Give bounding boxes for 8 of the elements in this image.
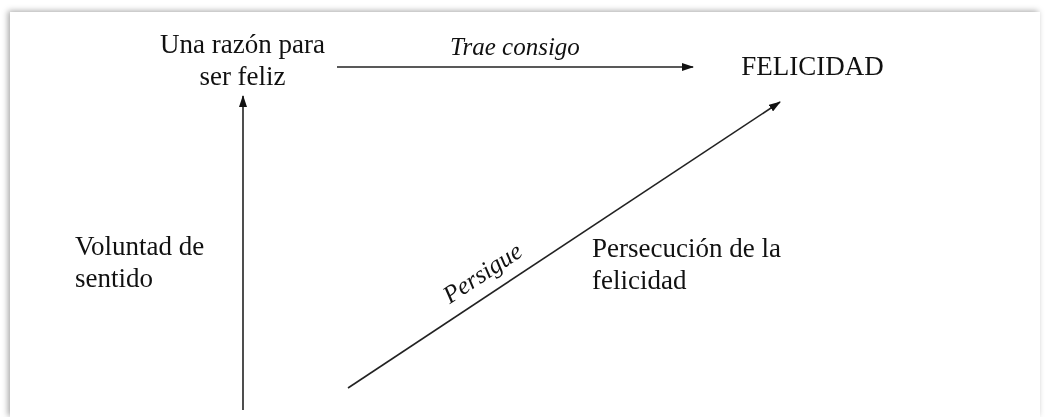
- side-note: Voluntad de sentido: [75, 230, 206, 294]
- arrow: [336, 63, 694, 71]
- node-text: Una razón para ser feliz: [160, 28, 325, 92]
- arrow: [239, 95, 247, 411]
- side-note: Persecución de la felicidad: [592, 232, 782, 296]
- node-text: FELICIDAD: [705, 50, 920, 82]
- edge-label: Trae consigo: [449, 33, 581, 61]
- arrow: [347, 101, 781, 389]
